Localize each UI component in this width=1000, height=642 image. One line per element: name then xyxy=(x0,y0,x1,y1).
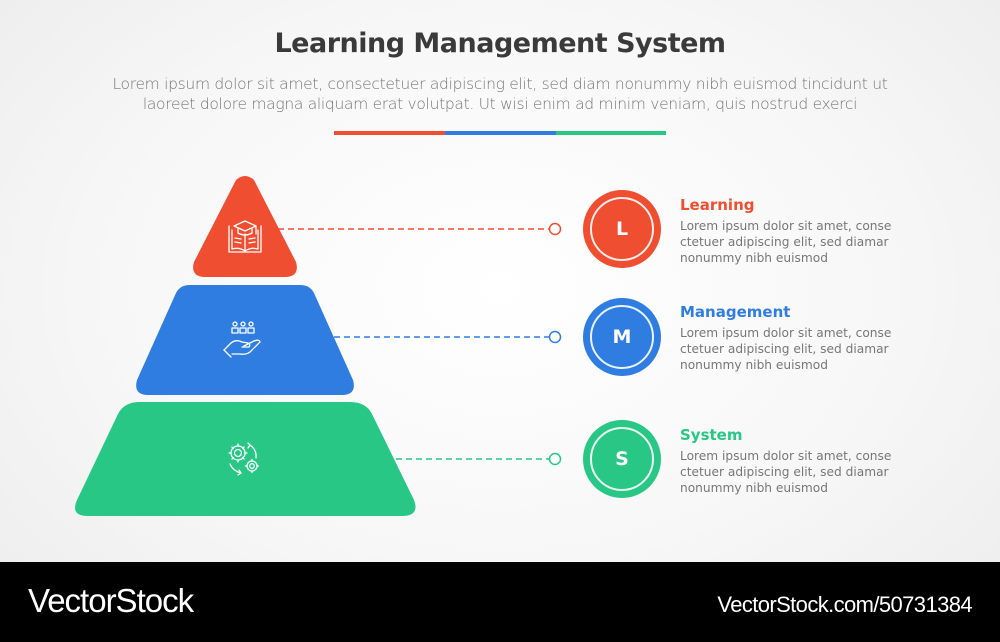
subtitle-line-2: laoreet dolore magna aliquam erat volutp… xyxy=(142,95,858,113)
desc-line: ctetuer adipiscing elit, sed diamar xyxy=(680,465,889,479)
badge-letter: M xyxy=(590,305,654,369)
item-title-learning: Learning xyxy=(680,196,755,214)
desc-line: ctetuer adipiscing elit, sed diamar xyxy=(680,342,889,356)
item-desc-management: Lorem ipsum dolor sit amet, conse ctetue… xyxy=(680,325,920,373)
graduation-book-icon xyxy=(228,220,262,253)
desc-line: ctetuer adipiscing elit, sed diamar xyxy=(680,235,889,249)
badge-learning: L xyxy=(583,190,661,268)
divider-blue xyxy=(445,131,556,135)
badge-system: S xyxy=(583,420,661,498)
footer-brand: VectorStock xyxy=(28,582,194,619)
item-desc-system: Lorem ipsum dolor sit amet, conse ctetue… xyxy=(680,448,920,496)
gears-cycle-icon xyxy=(228,442,260,476)
pyramid-level-top xyxy=(193,176,297,277)
pyramid-level-middle xyxy=(136,285,354,395)
badge-letter: L xyxy=(590,197,654,261)
page-title: Learning Management System xyxy=(274,28,726,59)
desc-line: Lorem ipsum dolor sit amet, conse xyxy=(680,219,892,233)
pyramid-level-bottom xyxy=(75,402,416,516)
item-title-management: Management xyxy=(680,303,791,321)
desc-line: nonummy nibh euismod xyxy=(680,251,828,265)
pyramid-diagram xyxy=(75,176,562,516)
desc-line: Lorem ipsum dolor sit amet, conse xyxy=(680,326,892,340)
subtitle-line-1: Lorem ipsum dolor sit amet, consectetuer… xyxy=(112,75,888,93)
badge-letter: S xyxy=(590,427,654,491)
item-title-system: System xyxy=(680,426,743,444)
desc-line: nonummy nibh euismod xyxy=(680,358,828,372)
divider-green xyxy=(556,131,666,135)
connector-end-learning xyxy=(548,222,562,236)
desc-line: Lorem ipsum dolor sit amet, conse xyxy=(680,449,892,463)
divider-red xyxy=(334,131,445,135)
badge-management: M xyxy=(583,298,661,376)
item-desc-learning: Lorem ipsum dolor sit amet, conse ctetue… xyxy=(680,218,920,266)
footer-bar: VectorStock VectorStock.com/50731384 xyxy=(0,562,1000,642)
hand-people-icon xyxy=(223,321,261,358)
desc-line: nonummy nibh euismod xyxy=(680,481,828,495)
connector-end-management xyxy=(548,330,562,344)
connector-end-system xyxy=(548,452,562,466)
footer-url: VectorStock.com/50731384 xyxy=(717,592,972,617)
page-subtitle: Lorem ipsum dolor sit amet, consectetuer… xyxy=(60,74,940,114)
